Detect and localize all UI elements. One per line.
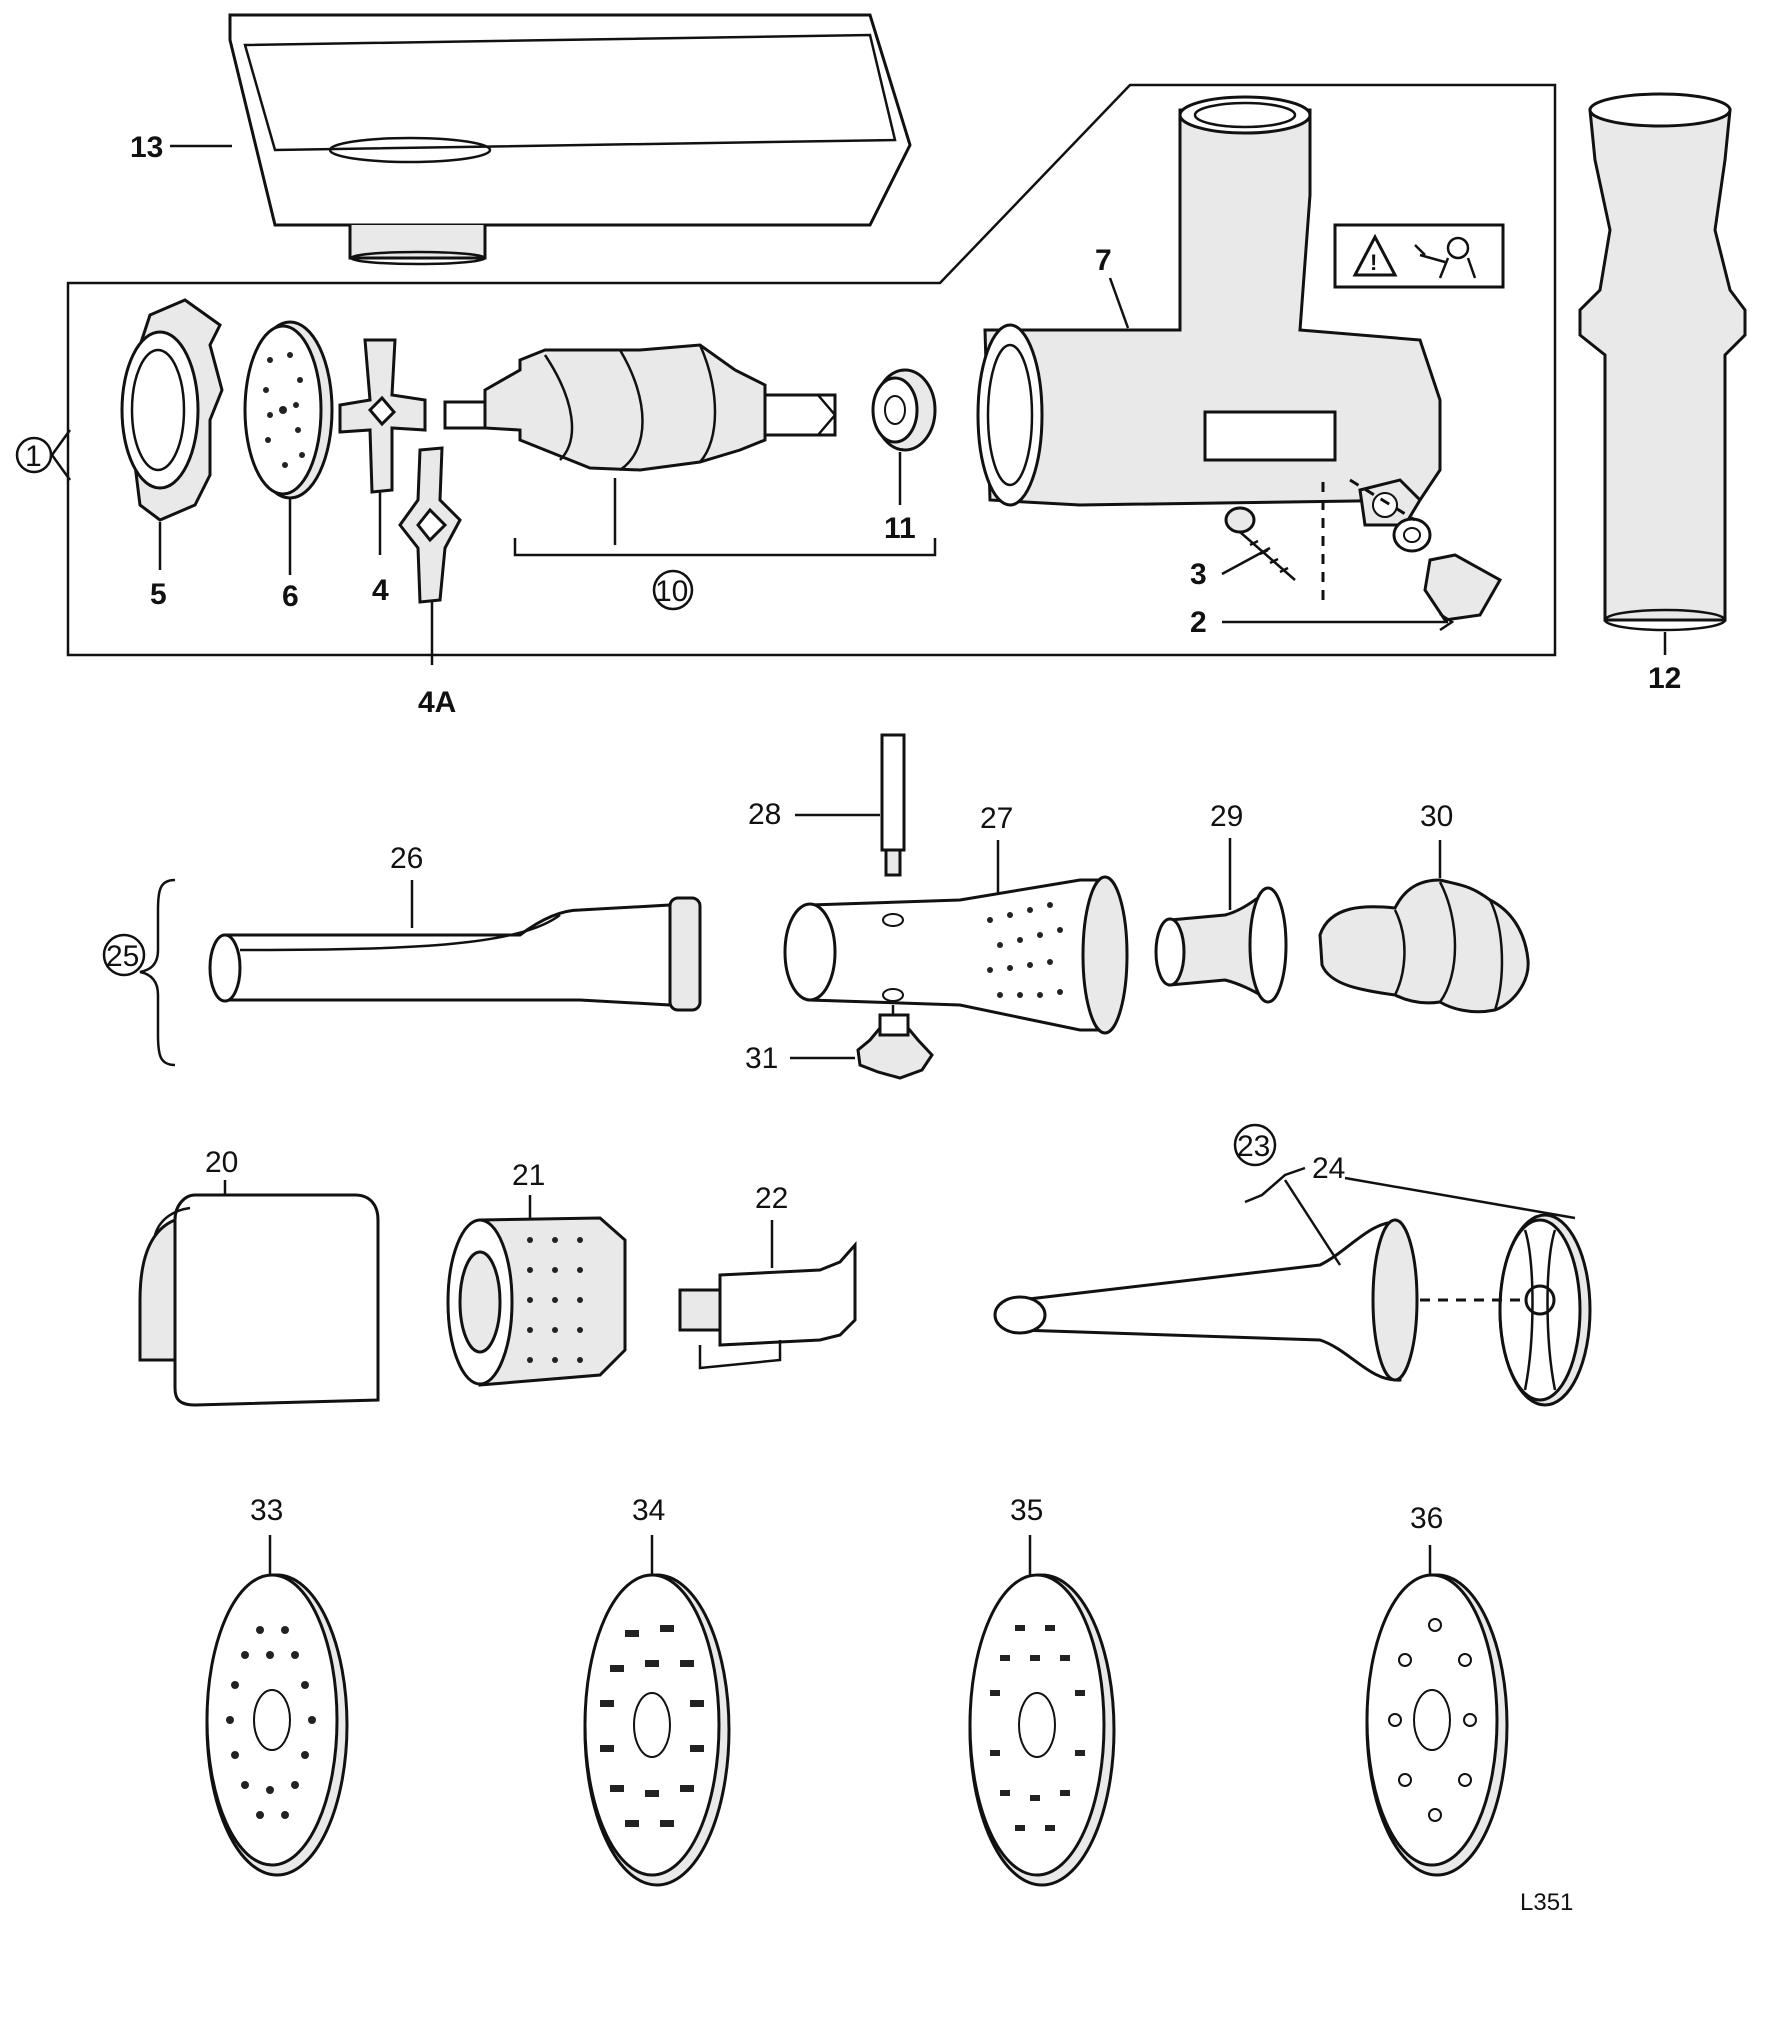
- part-3-bolt: [1224, 506, 1296, 581]
- label-6: 6: [282, 580, 299, 613]
- label-20: 20: [205, 1146, 238, 1179]
- label-33: 33: [250, 1494, 283, 1527]
- part-13-tray: [228, 13, 912, 266]
- label-28: 28: [748, 798, 781, 831]
- drawing-code: L351: [1520, 1889, 1573, 1916]
- part-36-plate: [1365, 1573, 1509, 1877]
- label-12: 12: [1648, 662, 1681, 695]
- hand-hazard-icon: [1414, 236, 1477, 279]
- warning-sign: !: [1333, 223, 1505, 289]
- label-2: 2: [1190, 606, 1207, 639]
- svg-text:!: !: [1370, 250, 1377, 275]
- part-31-wing-nut: [856, 1005, 934, 1080]
- part-35-plate: [968, 1573, 1116, 1887]
- part-12-pusher: [1578, 92, 1747, 632]
- part-33-plate: [205, 1573, 349, 1877]
- label-30: 30: [1420, 800, 1453, 833]
- part-26-tube: [208, 896, 702, 1012]
- part-30-screw-cone: [1318, 878, 1530, 1014]
- label-4a: 4A: [418, 686, 456, 719]
- part-29-cone: [1154, 886, 1288, 1004]
- label-29: 29: [1210, 800, 1243, 833]
- assembly-25-bracket: [139, 878, 176, 1067]
- label-21: 21: [512, 1159, 545, 1192]
- label-26: 26: [390, 842, 423, 875]
- label-10: 10: [655, 575, 688, 608]
- part-24-disc: [1498, 1213, 1592, 1407]
- part-4-knife: [338, 338, 427, 494]
- label-36: 36: [1410, 1502, 1443, 1535]
- part-27-sieve-housing: [783, 875, 1129, 1035]
- part-2-knob: [1392, 517, 1503, 622]
- label-5: 5: [150, 578, 167, 611]
- part-20-cover: [138, 1193, 380, 1407]
- label-34: 34: [632, 1494, 665, 1527]
- part-21-drum: [446, 1216, 627, 1387]
- label-35: 35: [1010, 1494, 1043, 1527]
- label-23: 23: [1237, 1130, 1270, 1163]
- part-11-washer: [871, 368, 937, 452]
- part-6-cutting-plate: [243, 320, 334, 500]
- label-3: 3: [1190, 558, 1207, 591]
- part-23-nozzle: [993, 1218, 1419, 1382]
- label-27: 27: [980, 802, 1013, 835]
- label-11: 11: [884, 512, 916, 545]
- label-25: 25: [106, 940, 139, 973]
- warning-triangle-icon: [1352, 233, 1398, 277]
- label-4: 4: [372, 574, 389, 607]
- label-7: 7: [1095, 244, 1112, 277]
- part-7-body: [976, 95, 1442, 527]
- part-10-feed-screw: [443, 343, 837, 472]
- label-24: 24: [1312, 1152, 1345, 1185]
- label-22: 22: [755, 1182, 788, 1215]
- label-1: 1: [25, 440, 42, 473]
- label-13: 13: [130, 131, 163, 164]
- assembly-1-bracket: [66, 83, 1557, 657]
- label-31: 31: [745, 1042, 778, 1075]
- part-28-pin: [880, 733, 906, 877]
- part-22-shaft: [678, 1241, 857, 1370]
- part-5-ring-nut: [120, 298, 224, 522]
- part-34-plate: [583, 1573, 731, 1887]
- part-4a-knife: [398, 446, 462, 604]
